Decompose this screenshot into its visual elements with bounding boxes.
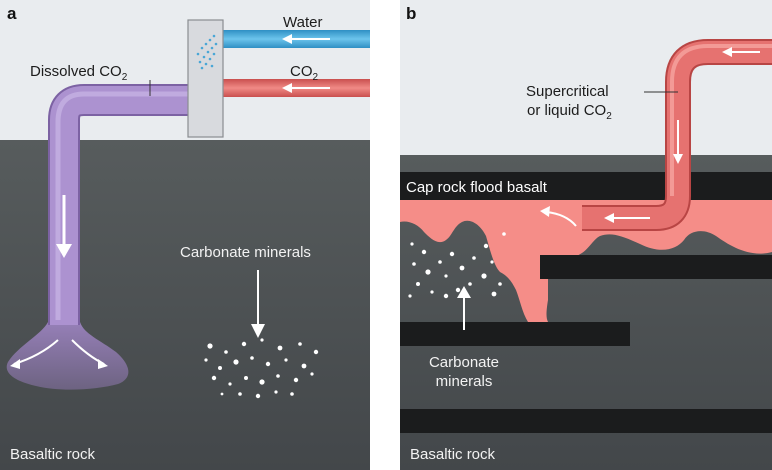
mineral-dot bbox=[284, 358, 288, 362]
dissolved-co2-plume bbox=[6, 322, 129, 390]
mineral-dot bbox=[293, 377, 299, 383]
mineral-dot bbox=[277, 345, 283, 351]
carbonate-arrow-b-head bbox=[457, 286, 471, 298]
mineral-dot bbox=[490, 260, 494, 264]
pipe-arrow-down-head bbox=[673, 154, 683, 164]
mineral-dot bbox=[408, 294, 412, 298]
mineral-dot bbox=[444, 274, 448, 278]
mineral-dot bbox=[455, 287, 461, 293]
co2-plume bbox=[400, 200, 772, 322]
supercritical-label-line1: Supercritical bbox=[526, 83, 609, 100]
dissolved-co2-label: Dissolved CO2 bbox=[30, 63, 128, 83]
carbonate-label-b-line2: minerals bbox=[436, 373, 493, 390]
mineral-dot bbox=[241, 341, 247, 347]
plume-arrow-left-head bbox=[10, 359, 20, 369]
carbonate-minerals-a bbox=[204, 338, 319, 399]
outflow-arrow-head bbox=[540, 206, 550, 217]
basaltic-rock-label-a: Basaltic rock bbox=[10, 446, 96, 463]
mineral-dot bbox=[274, 390, 278, 394]
pipe-arrow-top-head bbox=[722, 47, 732, 57]
mineral-dot bbox=[238, 392, 242, 396]
panel-b-letter: b bbox=[406, 4, 416, 23]
supercritical-pipe-highlight bbox=[670, 44, 772, 196]
mineral-dot bbox=[438, 260, 442, 264]
mineral-dot bbox=[260, 338, 264, 342]
mineral-dot bbox=[244, 376, 248, 380]
carbonate-label-b-line1: Carbonate bbox=[429, 354, 499, 371]
mineral-dot bbox=[481, 273, 487, 279]
basaltic-rock-label-b: Basaltic rock bbox=[410, 446, 496, 463]
mineral-dot bbox=[204, 358, 208, 362]
basalt-layer-1 bbox=[540, 255, 772, 279]
mineral-dot bbox=[228, 382, 232, 386]
mineral-dot bbox=[301, 363, 307, 369]
mineral-dot bbox=[220, 392, 224, 396]
mineral-dot bbox=[430, 290, 434, 294]
mineral-dot bbox=[259, 379, 265, 385]
panel-b-sky bbox=[400, 0, 772, 155]
co2-flow-arrow-head bbox=[282, 83, 292, 93]
co2-label: CO2 bbox=[290, 63, 319, 83]
cap-rock-label: Cap rock flood basalt bbox=[406, 179, 548, 196]
mineral-dot bbox=[443, 293, 449, 299]
mineral-dot bbox=[459, 265, 465, 271]
pipe-arrow-left-head bbox=[604, 213, 614, 223]
mineral-dot bbox=[233, 359, 239, 365]
mineral-dot bbox=[276, 374, 280, 378]
mineral-dot bbox=[255, 393, 261, 399]
water-flow-arrow-head bbox=[282, 34, 292, 44]
panel-b: b Supercritical or liquid CO2 Cap rock f… bbox=[400, 0, 772, 470]
mineral-dot bbox=[498, 282, 502, 286]
mineral-dot bbox=[313, 349, 319, 355]
panel-divider bbox=[370, 0, 400, 470]
mineral-dot bbox=[412, 262, 416, 266]
mineral-dot bbox=[472, 256, 476, 260]
mineral-dot bbox=[410, 242, 414, 246]
mineral-dot bbox=[207, 343, 213, 349]
mineral-dot bbox=[491, 291, 497, 297]
supercritical-label-line2: or liquid CO2 bbox=[527, 102, 612, 122]
mineral-dot bbox=[449, 251, 455, 257]
mineral-dot bbox=[502, 232, 506, 236]
mineral-dot bbox=[416, 282, 420, 286]
basalt-layer-2 bbox=[400, 322, 630, 346]
carbonate-arrow-a-head bbox=[251, 324, 265, 338]
pipe-flow-arrow-head bbox=[56, 244, 72, 258]
mineral-dot bbox=[298, 342, 302, 346]
mineral-dot bbox=[211, 375, 217, 381]
mineral-dot bbox=[250, 356, 254, 360]
mixing-chamber bbox=[187, 19, 224, 138]
water-spray-icon bbox=[196, 34, 218, 70]
panel-a-letter: a bbox=[7, 4, 17, 23]
mineral-dot bbox=[421, 249, 427, 255]
mineral-dot bbox=[224, 350, 228, 354]
mineral-dot bbox=[468, 282, 472, 286]
mineral-dot bbox=[483, 243, 489, 249]
mineral-dot bbox=[218, 366, 222, 370]
mineral-dot bbox=[290, 392, 294, 396]
basalt-layer-3 bbox=[400, 409, 772, 433]
dissolved-co2-pipe bbox=[50, 86, 190, 325]
mineral-dot bbox=[265, 361, 271, 367]
mineral-dot bbox=[425, 269, 431, 275]
mineral-dot bbox=[310, 372, 314, 376]
cap-rock-layer bbox=[400, 172, 772, 200]
carbonate-minerals-b bbox=[408, 232, 506, 299]
panel-a: a Water CO2 Dissolved CO2 Carbonate mine… bbox=[0, 0, 370, 470]
plume-arrow-right-head bbox=[98, 359, 108, 369]
dissolved-co2-pipe-highlight bbox=[55, 91, 190, 320]
carbonate-minerals-label-a: Carbonate minerals bbox=[180, 244, 311, 261]
water-label: Water bbox=[283, 14, 322, 31]
